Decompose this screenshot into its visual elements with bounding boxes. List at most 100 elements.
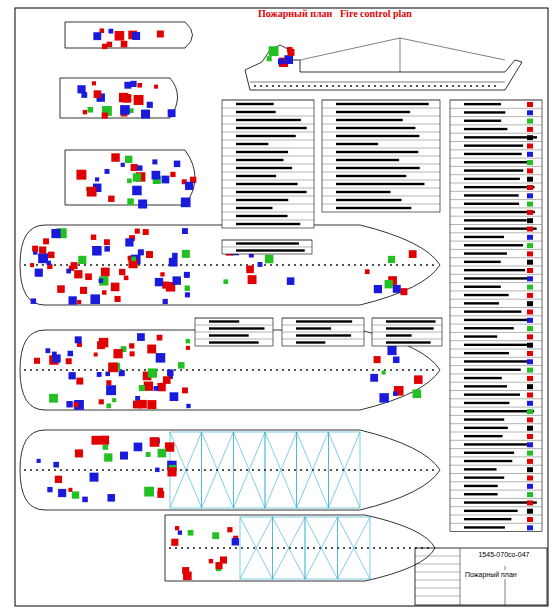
title-cell: 1545-070со-047	[462, 550, 546, 559]
frame-dot	[367, 547, 369, 549]
frame-dot	[319, 547, 321, 549]
illegible-text	[464, 344, 531, 346]
fire-symbol	[220, 556, 227, 563]
illegible-text	[464, 286, 501, 288]
frame-dot	[397, 547, 399, 549]
frame-dot	[308, 85, 310, 87]
illegible-text	[464, 452, 514, 454]
frame-dot	[428, 85, 430, 87]
frame-dot	[84, 469, 86, 471]
frame-dot	[132, 369, 134, 371]
frame-dot	[66, 369, 68, 371]
frame-dot	[295, 547, 297, 549]
frame-dot	[470, 85, 472, 87]
illegible-text	[296, 320, 352, 322]
illegible-text	[464, 335, 497, 337]
frame-dot	[342, 469, 344, 471]
fire-symbol	[185, 182, 193, 190]
frame-dot	[318, 264, 320, 266]
frame-dot	[258, 469, 260, 471]
frame-dot	[414, 469, 416, 471]
frame-dot	[404, 85, 406, 87]
frame-dot	[264, 369, 266, 371]
frame-dot	[60, 469, 62, 471]
stroke	[450, 398, 542, 399]
stroke	[372, 339, 442, 340]
fire-symbol	[47, 487, 52, 492]
fire-symbol	[111, 283, 120, 292]
illegible-text	[236, 175, 276, 177]
frame-dot	[96, 264, 98, 266]
frame-dot	[396, 264, 398, 266]
stroke	[450, 448, 542, 449]
stroke	[450, 365, 542, 366]
frame-dot	[374, 85, 376, 87]
fire-symbol	[132, 32, 140, 40]
frame-dot	[235, 547, 237, 549]
frame-dot	[420, 264, 422, 266]
fire-symbol	[34, 358, 40, 364]
fire-symbol	[57, 285, 65, 293]
frame-dot	[84, 369, 86, 371]
frame-dot	[198, 469, 200, 471]
frame-dot	[344, 85, 346, 87]
frame-dot	[132, 469, 134, 471]
fire-symbol	[99, 276, 108, 285]
frame-dot	[30, 469, 32, 471]
fire-symbol	[158, 449, 167, 458]
fire-symbol	[147, 345, 156, 354]
frame-dot	[187, 547, 189, 549]
frame-dot	[476, 85, 478, 87]
fire-symbol	[31, 298, 36, 303]
illegible-text	[464, 427, 508, 429]
tank	[328, 432, 360, 508]
fire-symbol	[107, 494, 115, 502]
fire-symbol	[139, 385, 145, 391]
frame-dot	[204, 469, 206, 471]
tank-cross	[338, 517, 371, 579]
legend-icon	[527, 509, 533, 514]
frame-dot	[162, 369, 164, 371]
frame-dot	[366, 469, 368, 471]
tank-cross	[265, 432, 297, 508]
fire-symbol	[287, 277, 295, 285]
plan-title: Пожарный план	[258, 8, 332, 19]
stroke	[450, 465, 542, 466]
fire-symbol	[178, 362, 185, 369]
legend-icon	[527, 152, 533, 157]
legend-icon	[527, 409, 533, 414]
fire-symbol	[170, 172, 175, 177]
fire-symbol	[74, 400, 84, 410]
frame-dot	[452, 85, 454, 87]
frame-dot	[434, 85, 436, 87]
stroke	[450, 390, 542, 391]
frame-dot	[330, 369, 332, 371]
illegible-text	[336, 159, 399, 161]
fire-symbol	[107, 42, 112, 47]
illegible-text	[464, 476, 504, 478]
frame-dot	[277, 547, 279, 549]
stroke	[222, 172, 314, 173]
legend-icon	[527, 343, 533, 348]
frame-dot	[162, 469, 164, 471]
fire-symbol	[95, 177, 99, 181]
fire-symbol	[209, 559, 213, 563]
frame-dot	[373, 547, 375, 549]
illegible-text	[336, 135, 419, 137]
fire-symbol	[134, 95, 144, 105]
title-text: 1545-070со-047	[465, 551, 543, 558]
legend-icon	[527, 359, 533, 364]
stroke	[460, 548, 461, 605]
legend-icon	[527, 451, 533, 456]
illegible-text	[464, 169, 523, 171]
fire-symbol	[154, 386, 159, 391]
frame-dot	[422, 85, 424, 87]
fire-symbol	[77, 300, 81, 304]
fire-symbol	[175, 526, 179, 530]
fire-symbol	[52, 352, 57, 357]
stroke	[450, 207, 542, 208]
fire-symbol	[90, 473, 99, 482]
fire-symbol	[53, 462, 59, 468]
stroke	[450, 340, 542, 341]
stroke	[222, 108, 314, 109]
